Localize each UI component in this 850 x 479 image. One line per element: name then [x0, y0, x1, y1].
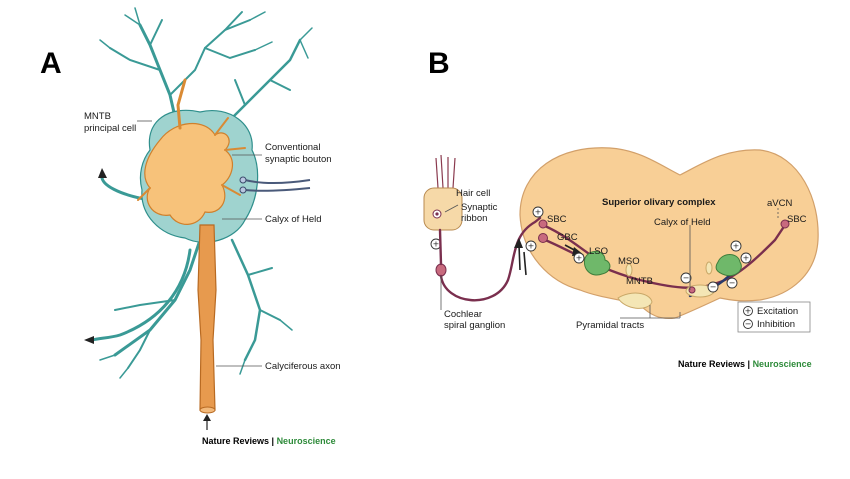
svg-text:−: −	[729, 279, 736, 288]
contralateral-mso-nucleus	[705, 261, 713, 275]
fiber-hair-to-ganglion	[438, 228, 443, 266]
label-synaptic-bouton: synaptic bouton	[265, 154, 332, 165]
legend-inhibition-label: Inhibition	[757, 319, 795, 330]
svg-text:+: +	[576, 254, 583, 263]
contralateral-lso-nucleus	[715, 254, 742, 277]
label-mntb: MNTB	[84, 111, 111, 122]
credit-b: Nature Reviews | Neuroscience	[678, 359, 812, 369]
svg-text:+: +	[743, 254, 750, 263]
svg-text:+: +	[535, 208, 542, 217]
gbc-cell	[538, 233, 548, 243]
mso-nucleus	[625, 263, 633, 277]
panel-a: A	[40, 7, 341, 446]
ascending-arrow-icon	[514, 238, 523, 248]
axon-arrow-up-icon	[98, 168, 107, 178]
diagram-signs: + + + − − + + −	[525, 206, 752, 293]
label-conventional: Conventional	[265, 142, 320, 153]
label-synaptic: Synaptic	[461, 202, 498, 213]
label-hair-cell: Hair cell	[456, 188, 490, 199]
svg-text:+: +	[733, 242, 740, 251]
axon-arrow-left-icon	[84, 336, 94, 344]
cochlear-spiral-ganglion	[435, 263, 447, 277]
conventional-synaptic-bouton	[239, 176, 311, 194]
legend: + Excitation − Inhibition	[737, 301, 811, 333]
sbc-left-cell	[538, 219, 548, 229]
legend-excitation-label: Excitation	[757, 306, 798, 317]
label-mntb: MNTB	[626, 276, 653, 287]
principal-cell-dendrites	[90, 7, 313, 379]
label-mso: MSO	[618, 256, 640, 267]
sbc-right-cell	[780, 219, 790, 229]
legend-inhibition-symbol: −	[745, 320, 752, 329]
hair-cell	[423, 154, 463, 231]
credit-a: Nature Reviews | Neuroscience	[202, 436, 336, 446]
svg-text:+: +	[528, 242, 535, 251]
label-calyx-of-held-a: Calyx of Held	[265, 214, 322, 225]
mntb-nucleus-shape	[617, 292, 653, 309]
svg-text:−: −	[710, 283, 717, 292]
panel-b: B +	[423, 47, 819, 369]
label-sbc-left: SBC	[547, 214, 567, 225]
panel-a-letter: A	[40, 47, 62, 80]
label-principal-cell: principal cell	[84, 123, 136, 134]
label-avcn: aVCN	[767, 198, 792, 209]
label-sbc-right: SBC	[787, 214, 807, 225]
label-calyx-of-held-b: Calyx of Held	[654, 217, 711, 228]
auditory-nerve-fiber	[439, 216, 542, 302]
legend-excitation-symbol: +	[745, 307, 752, 316]
calyciferous-axon	[197, 224, 217, 411]
calyx-branch	[176, 78, 187, 130]
lso-nucleus	[583, 251, 611, 276]
panel-b-letter: B	[428, 47, 450, 80]
label-calyciferous-axon: Calyciferous axon	[265, 361, 341, 372]
label-lso: LSO	[589, 246, 608, 257]
label-cochlear: Cochlear	[444, 309, 482, 320]
label-gbc: GBC	[557, 232, 578, 243]
label-superior-olivary-complex: Superior olivary complex	[602, 197, 716, 208]
label-pyramidal-tracts: Pyramidal tracts	[576, 320, 644, 331]
svg-text:+: +	[433, 240, 440, 249]
input-arrow-icon	[203, 414, 211, 421]
label-spiral-ganglion: spiral ganglion	[444, 320, 505, 331]
svg-text:−: −	[683, 274, 690, 283]
label-ribbon: ribbon	[461, 213, 487, 224]
